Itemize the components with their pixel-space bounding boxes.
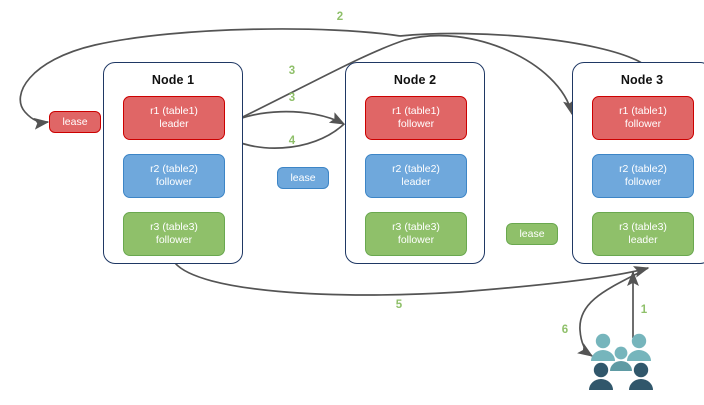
replica-node2-r2-role: leader <box>401 176 431 188</box>
replica-node1-r1[interactable]: r1 (table1) leader <box>123 96 225 140</box>
replica-node1-r1-role: leader <box>159 118 189 130</box>
replica-node3-r2-name: r2 (table2) <box>619 163 667 175</box>
replica-node1-r3[interactable]: r3 (table3) follower <box>123 212 225 256</box>
replica-node3-r1[interactable]: r1 (table1) follower <box>592 96 694 140</box>
replica-node3-r2[interactable]: r2 (table2) follower <box>592 154 694 198</box>
users-group-icon <box>589 333 653 390</box>
replica-node1-r2[interactable]: r2 (table2) follower <box>123 154 225 198</box>
node-container-2[interactable]: Node 2 r1 (table1) follower r2 (table2) … <box>345 62 485 264</box>
replica-node2-r3[interactable]: r3 (table3) follower <box>365 212 467 256</box>
replica-node2-r2-name: r2 (table2) <box>392 163 440 175</box>
lease-tag-red[interactable]: lease <box>49 111 101 133</box>
replica-node3-r3-name: r3 (table3) <box>619 221 667 233</box>
replica-node2-r1-name: r1 (table1) <box>392 105 440 117</box>
lease-tag-green[interactable]: lease <box>506 223 558 245</box>
replica-node3-r3[interactable]: r3 (table3) leader <box>592 212 694 256</box>
replica-node1-r3-role: follower <box>155 234 193 246</box>
node-title-2: Node 2 <box>393 73 437 87</box>
edge-label-3-upper: 3 <box>288 65 296 77</box>
replica-node2-r1-role: follower <box>397 118 435 130</box>
replica-node3-r2-role: follower <box>624 176 662 188</box>
replica-node3-r1-role: follower <box>624 118 662 130</box>
lease-tag-blue[interactable]: lease <box>277 167 329 189</box>
node-title-3: Node 3 <box>620 73 664 87</box>
edge-label-6: 6 <box>561 324 569 336</box>
replica-node2-r1[interactable]: r1 (table1) follower <box>365 96 467 140</box>
replica-node2-r2[interactable]: r2 (table2) leader <box>365 154 467 198</box>
replica-node2-r3-name: r3 (table3) <box>392 221 440 233</box>
node-container-3[interactable]: Node 3 r1 (table1) follower r2 (table2) … <box>572 62 704 264</box>
replica-node1-r2-name: r2 (table2) <box>150 163 198 175</box>
replica-node3-r3-role: leader <box>628 234 658 246</box>
replica-node1-r2-role: follower <box>155 176 193 188</box>
node-container-1[interactable]: Node 1 r1 (table1) leader r2 (table2) fo… <box>103 62 243 264</box>
edge-5-node1-to-node3-path <box>174 262 650 296</box>
edge-label-5: 5 <box>395 299 403 311</box>
edge-label-1: 1 <box>640 304 648 316</box>
replica-node1-r3-name: r3 (table3) <box>150 221 198 233</box>
replica-node2-r3-role: follower <box>397 234 435 246</box>
node-title-1: Node 1 <box>151 73 195 87</box>
replica-node3-r1-name: r1 (table1) <box>619 105 667 117</box>
replica-node1-r1-name: r1 (table1) <box>150 105 198 117</box>
edge-label-3-lower: 3 <box>288 92 296 104</box>
edge-label-2: 2 <box>336 11 344 23</box>
edge-label-4: 4 <box>288 135 296 147</box>
